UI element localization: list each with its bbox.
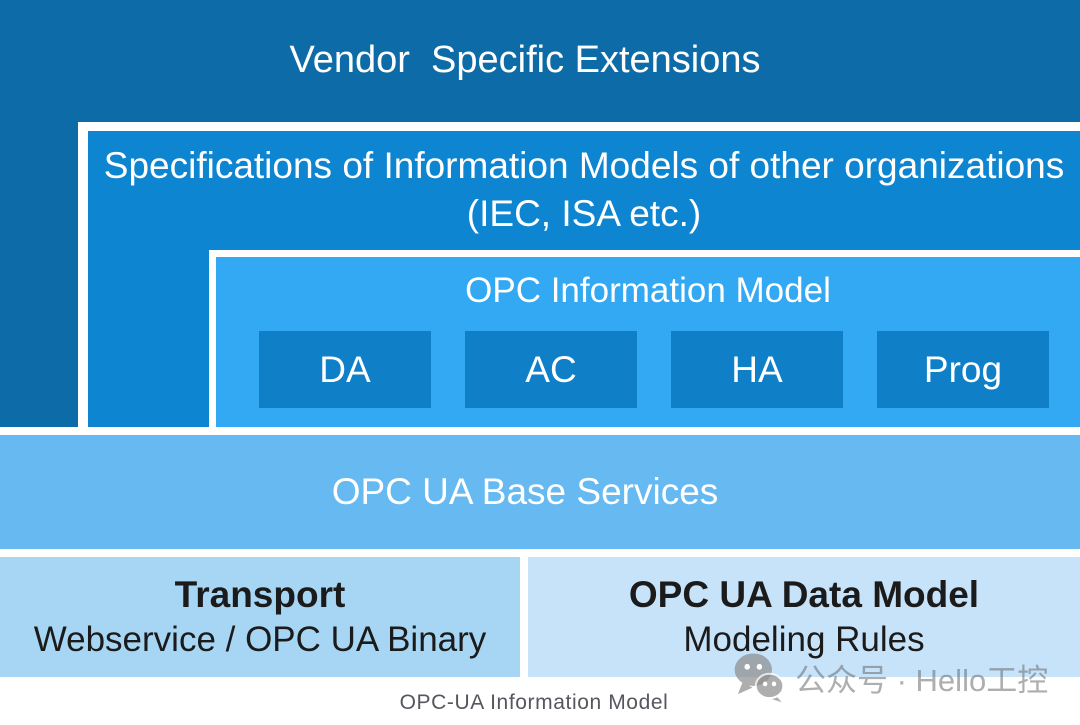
other-organizations-specs-text: Specifications of Information Models of … xyxy=(88,142,1080,238)
watermark: 公众号 · Hello工控 xyxy=(733,651,1048,703)
item-label-da: DA xyxy=(319,348,371,390)
item-label-ac: AC xyxy=(525,348,577,390)
specs-line-2: (IEC, ISA etc.) xyxy=(466,193,702,234)
opc-information-model-box: OPC Information Model DA AC HA Prog xyxy=(216,257,1080,427)
item-box-ac: AC xyxy=(465,331,637,408)
transport-box: Transport Webservice / OPC UA Binary xyxy=(0,557,520,677)
transport-title: Transport xyxy=(174,574,346,615)
data-model-title: OPC UA Data Model xyxy=(628,574,980,615)
item-label-prog: Prog xyxy=(923,348,1003,390)
info-model-box-frame: OPC Information Model DA AC HA Prog xyxy=(209,250,1080,427)
data-model-subtitle: Modeling Rules xyxy=(683,620,925,659)
diagram-caption: OPC-UA Information Model xyxy=(399,691,669,714)
item-label-ha: HA xyxy=(731,348,783,390)
opc-information-model-title: OPC Information Model xyxy=(465,271,831,310)
transport-subtitle: Webservice / OPC UA Binary xyxy=(33,620,487,659)
vendor-specific-extensions-box: Vendor Specific Extensions Specification… xyxy=(0,0,1080,427)
opc-ua-data-model-box: OPC UA Data Model Modeling Rules xyxy=(528,557,1080,677)
item-box-da: DA xyxy=(259,331,431,408)
item-box-prog: Prog xyxy=(877,331,1049,408)
opc-ua-base-services-label: OPC UA Base Services xyxy=(331,471,719,512)
opc-ua-base-services-band: OPC UA Base Services xyxy=(0,435,1080,549)
watermark-text: 公众号 · Hello工控 xyxy=(795,662,1049,698)
specs-line-1: Specifications of Information Models of … xyxy=(103,145,1065,186)
item-box-ha: HA xyxy=(671,331,843,408)
wechat-bubbles-icon xyxy=(733,651,785,703)
vendor-specific-extensions-label: Vendor Specific Extensions xyxy=(289,39,761,81)
